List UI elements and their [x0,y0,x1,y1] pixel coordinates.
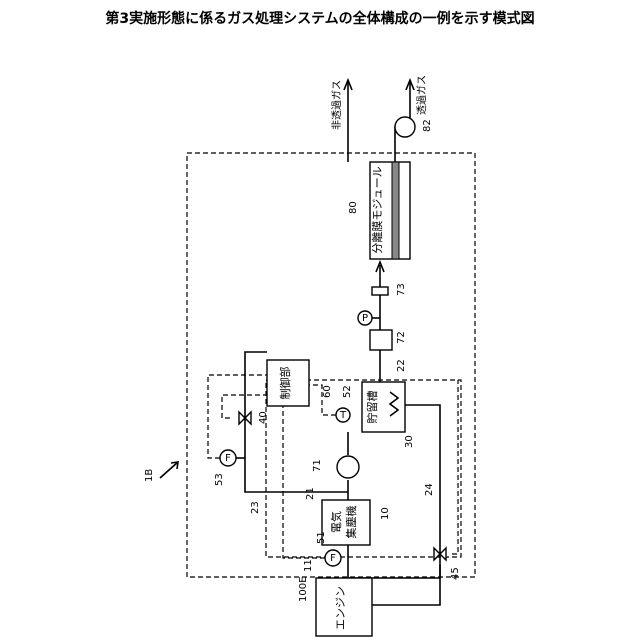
flow-53-label: F [225,453,231,464]
storage-label: 貯留槽 [366,391,379,424]
ref-30: 30 [404,435,415,448]
ref-82: 82 [422,119,433,132]
pump-82-icon [395,117,415,137]
ref-24: 24 [424,483,435,496]
component-72 [370,330,392,350]
ref-80: 80 [348,201,359,214]
pump-71-icon [337,456,359,478]
engine-label: エンジン [334,586,347,630]
non-permeate-label: 非透過ガス [331,80,343,130]
ref-11: 11 [303,559,314,572]
ref-71: 71 [312,459,323,472]
ref-72: 72 [396,331,407,344]
ref-73: 73 [396,283,407,296]
ref-1b: 1B [144,469,155,482]
membrane-label: 分離膜モジュール [370,166,384,253]
collector-label-2: 集塵機 [344,506,358,539]
ref-51: 51 [316,531,327,544]
ref-52: 52 [342,385,353,398]
ref-40: 40 [258,411,269,424]
flow-51-label: F [330,553,336,564]
component-73 [372,287,388,295]
ref-21: 21 [305,487,316,500]
pressure-label: P [362,313,368,324]
ref-1b-arrow [160,462,178,478]
controller-label: 制御部 [278,367,292,400]
ref-45: 45 [450,567,461,580]
ref-22: 22 [396,359,407,372]
ref-53: 53 [214,473,225,486]
signal-45 [452,380,458,554]
ref-10: 10 [380,507,391,520]
engine-return [372,565,440,605]
ref-23: 23 [250,501,261,514]
ref-60: 60 [322,385,333,398]
collector-label-1: 電気 [329,511,343,533]
membrane-hatch [392,162,399,259]
permeate-label: 透過ガス [416,75,428,115]
temperature-label: T [339,410,347,421]
ref-100e: 100E [298,577,309,602]
